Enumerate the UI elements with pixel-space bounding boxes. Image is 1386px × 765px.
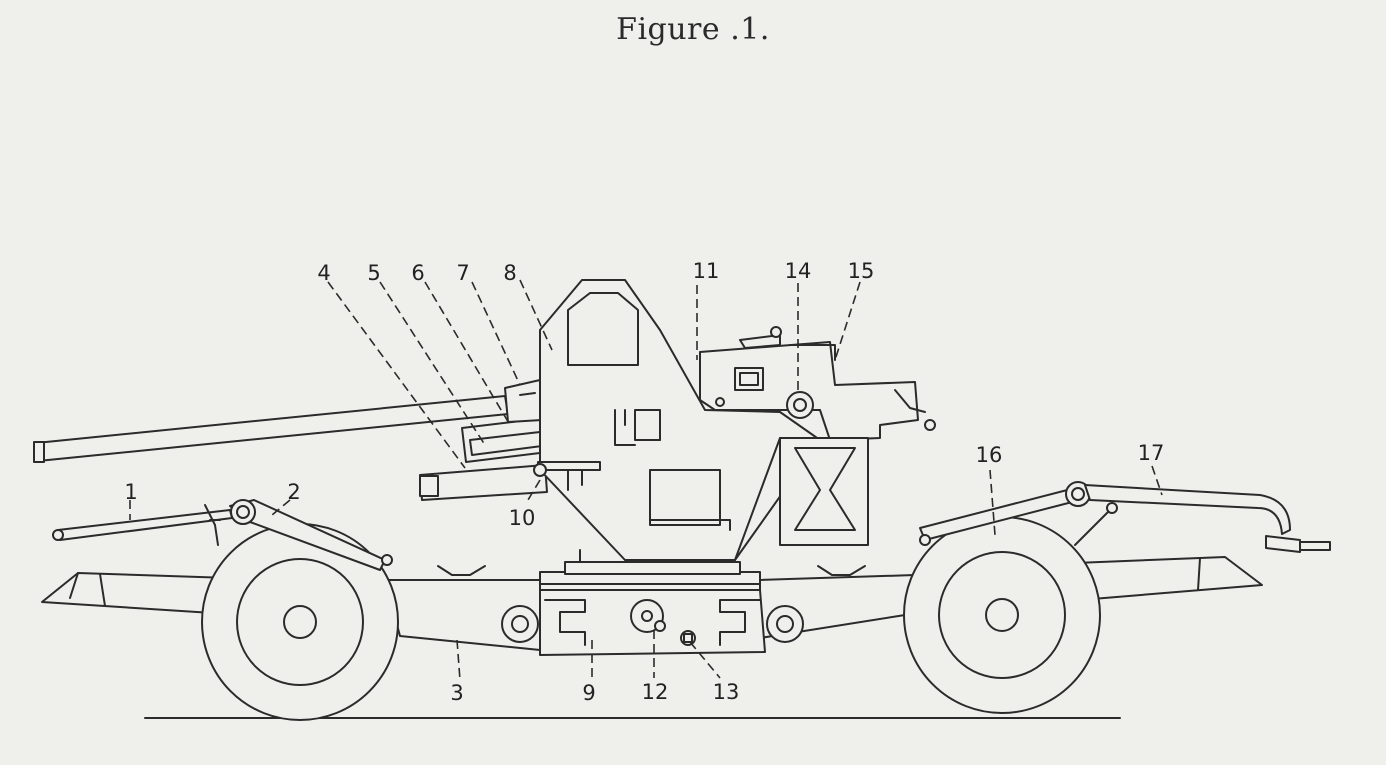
callout-15: 15 xyxy=(848,259,875,283)
side-box xyxy=(734,437,869,561)
figure-title: Figure .1. xyxy=(616,12,770,47)
rear-axle-and-towbar xyxy=(919,481,1331,553)
callout-12: 12 xyxy=(642,680,669,704)
bottom-carriage xyxy=(384,561,916,656)
callout-10: 10 xyxy=(509,506,536,530)
upper-carriage xyxy=(533,279,821,563)
callout-16: 16 xyxy=(976,443,1003,467)
leader-lines xyxy=(129,279,1163,681)
recoil-system xyxy=(419,379,549,501)
callout-11: 11 xyxy=(693,259,720,283)
callout-9: 9 xyxy=(582,681,595,705)
front-axle-and-drawbar xyxy=(52,499,393,571)
left-wheel xyxy=(201,523,399,721)
callout-3: 3 xyxy=(450,681,463,705)
callout-7: 7 xyxy=(456,261,469,285)
breech-mechanism xyxy=(699,326,936,441)
callout-13: 13 xyxy=(713,680,740,704)
callout-labels: 1 2 3 4 5 6 7 8 9 10 11 12 13 14 15 16 1… xyxy=(124,259,1164,705)
callout-17: 17 xyxy=(1138,441,1165,465)
right-outrigger xyxy=(1074,556,1263,601)
callout-6: 6 xyxy=(411,261,424,285)
callout-2: 2 xyxy=(287,480,300,504)
right-wheel xyxy=(903,516,1101,714)
callout-5: 5 xyxy=(367,261,380,285)
callout-1: 1 xyxy=(124,480,137,504)
callout-8: 8 xyxy=(503,261,516,285)
left-outrigger xyxy=(41,572,231,615)
callout-14: 14 xyxy=(785,259,812,283)
callout-4: 4 xyxy=(317,261,330,285)
